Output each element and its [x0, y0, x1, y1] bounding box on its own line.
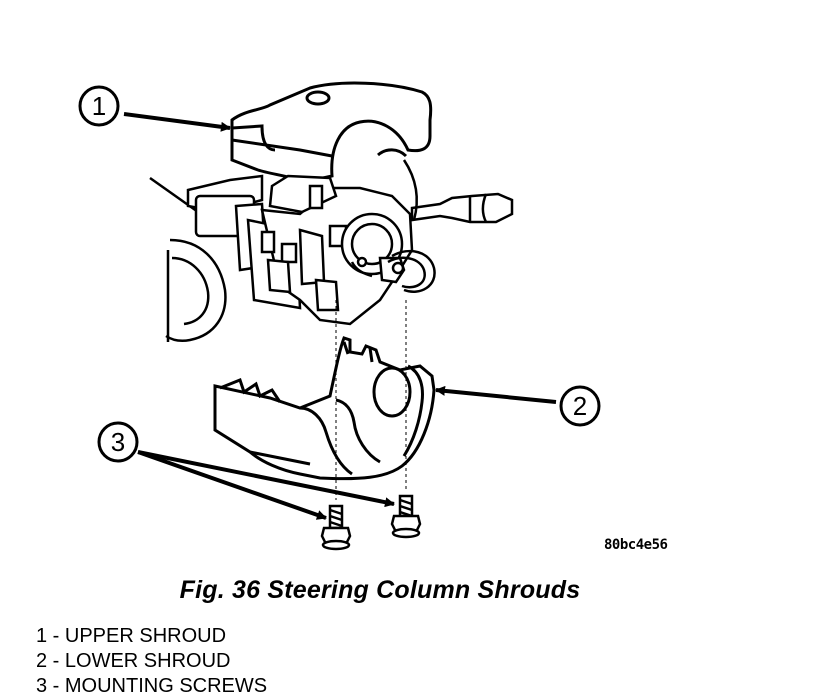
upper-shroud	[230, 81, 433, 184]
multifunction-switch-stalk	[402, 159, 514, 224]
arrow-to-screw-left	[137, 450, 327, 520]
arrow-to-upper-shroud	[123, 112, 231, 132]
switch-assembly	[186, 174, 414, 326]
arrow-to-lower-shroud	[435, 385, 557, 404]
arrow-to-screw-right	[137, 450, 395, 508]
callout-3: 3	[97, 421, 139, 463]
callout-1: 1	[78, 85, 120, 127]
legend-item-lower-shroud: 2 - LOWER SHROUD	[36, 650, 231, 672]
lower-shroud	[213, 336, 436, 481]
steering-column-illustration: 1 2 3	[78, 81, 601, 551]
callout-2: 2	[559, 385, 601, 427]
parts-legend: 1 - UPPER SHROUD 2 - LOWER SHROUD 3 - MO…	[36, 624, 267, 699]
clockspring	[340, 212, 436, 293]
figure-code: 80bc4e56	[604, 537, 668, 553]
alignment-lines	[335, 300, 407, 500]
mounting-screw-right	[390, 494, 422, 539]
mounting-screw-left	[320, 504, 352, 551]
svg-text:3: 3	[111, 427, 125, 457]
legend-item-mounting-screws: 3 - MOUNTING SCREWS	[36, 675, 268, 697]
legend-item-upper-shroud: 1 - UPPER SHROUD	[36, 625, 227, 647]
leader-arrows	[123, 112, 557, 520]
svg-text:2: 2	[573, 391, 587, 421]
svg-text:1: 1	[92, 91, 106, 121]
figure-caption: Fig. 36 Steering Column Shrouds	[179, 576, 581, 604]
